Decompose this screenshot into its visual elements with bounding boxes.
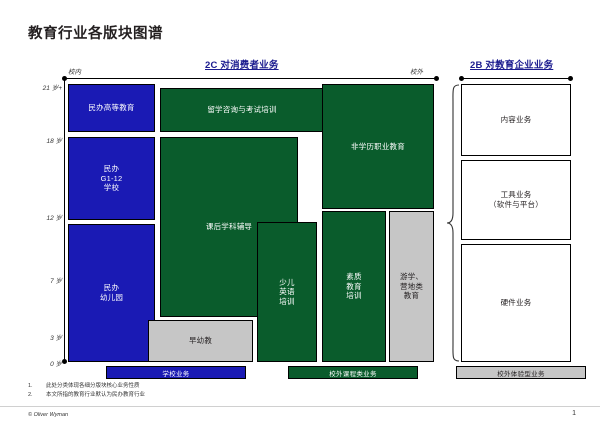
page-title: 教育行业各版块图谱	[28, 26, 163, 42]
block-overseas-study-consulting[interactable]: 留学咨询与考试培训	[160, 88, 324, 132]
block-study-tour-camp-education[interactable]: 游学、营地类教育	[389, 211, 434, 362]
x-axis-line	[64, 78, 437, 79]
y-axis-line	[64, 78, 65, 362]
footer-divider	[0, 406, 600, 407]
axis-endpoint-2b-left	[459, 76, 464, 81]
footnote-1-number: 1.	[28, 383, 33, 389]
age-tick-18: 18 岁	[46, 138, 62, 145]
axis-endpoint-top-left	[62, 76, 67, 81]
footnote-2: 2. 本文所指的教育行业默认为民办教育行业	[28, 391, 145, 400]
legend-item-school-business[interactable]: 学校业务	[106, 366, 246, 379]
block-private-kindergarten[interactable]: 民办幼儿园	[68, 224, 155, 362]
x-axis-line-2b	[461, 78, 571, 79]
legend-item-off-campus-experience-business[interactable]: 校外体验型业务	[456, 366, 586, 379]
section-header-2c: 2C 对消费者业务	[205, 60, 279, 71]
age-tick-7: 7 岁	[50, 278, 62, 285]
legend-item-off-campus-course-business[interactable]: 校外课程类业务	[288, 366, 418, 379]
age-tick-3: 3 岁	[50, 335, 62, 342]
age-tick-12: 12 岁	[46, 215, 62, 222]
footnotes: 1. 此处分类体现各细分版块核心业务性质 2. 本文所指的教育行业默认为民办教育…	[28, 382, 145, 400]
footnote-1-text: 此处分类体现各细分版块核心业务性质	[46, 383, 140, 389]
age-tick-0: 0 岁	[50, 361, 62, 368]
legend: 学校业务 校外课程类业务 校外体验型业务	[28, 366, 586, 379]
page-number: 1	[572, 410, 576, 417]
footnote-2-number: 2.	[28, 391, 33, 398]
axis-endpoint-bottom-left	[62, 359, 67, 364]
brace-2b	[446, 84, 460, 362]
block-kids-english-training[interactable]: 少儿英语培训	[257, 222, 317, 362]
age-tick-21: 21 岁+	[42, 85, 62, 92]
copyright-notice: © Oliver Wyman	[28, 412, 69, 418]
footnote-2-text: 本文所指的教育行业默认为民办教育行业	[46, 391, 146, 398]
block-quality-education-training[interactable]: 素质教育培训	[322, 211, 386, 362]
block-tools-business[interactable]: 工具业务（软件与平台）	[461, 160, 571, 240]
axis-endpoint-2b-right	[568, 76, 573, 81]
axis-label-inside-school: 校内	[68, 69, 81, 76]
age-axis: 21 岁+ 18 岁 12 岁 7 岁 3 岁 0 岁	[24, 70, 62, 370]
section-header-2b: 2B 对教育企业业务	[470, 60, 554, 71]
axis-endpoint-top-right	[434, 76, 439, 81]
axis-label-outside-school: 校外	[410, 69, 423, 76]
footnote-1: 1. 此处分类体现各细分版块核心业务性质	[28, 382, 145, 391]
block-content-business[interactable]: 内容业务	[461, 84, 571, 156]
block-private-higher-education[interactable]: 民办高等教育	[68, 84, 155, 132]
block-hardware-business[interactable]: 硬件业务	[461, 244, 571, 362]
block-early-childhood-education[interactable]: 早幼教	[148, 320, 253, 362]
block-non-degree-vocational-education[interactable]: 非学历职业教育	[322, 84, 434, 209]
